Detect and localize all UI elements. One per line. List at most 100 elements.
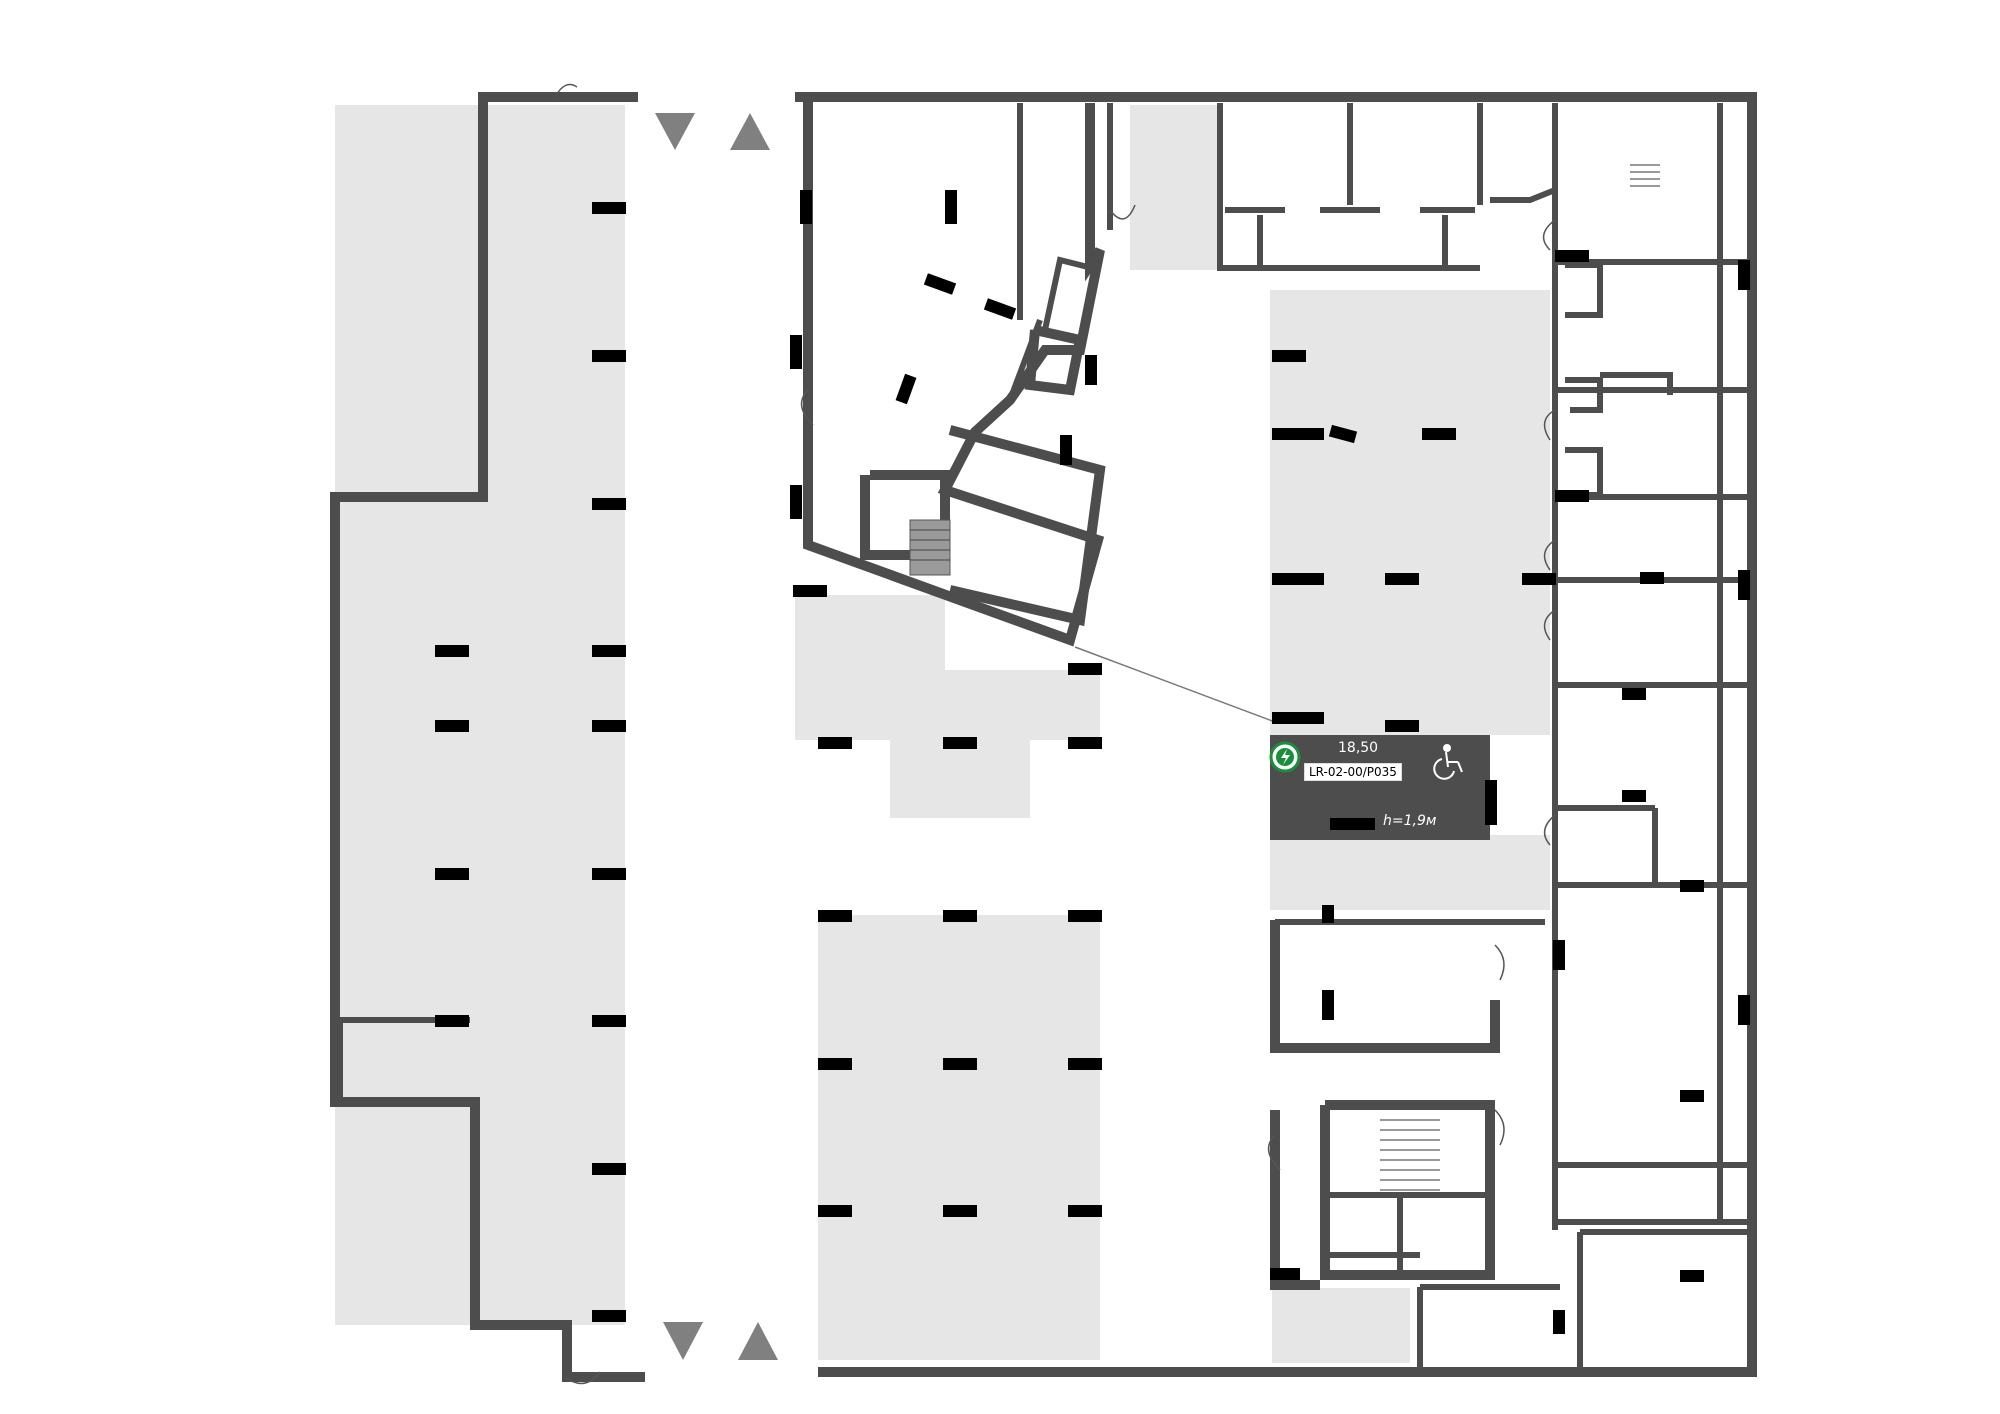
pillar <box>1328 424 1358 444</box>
pillar <box>1060 435 1072 465</box>
pillar <box>1738 995 1750 1025</box>
pillar <box>983 298 1017 320</box>
wall-east-small1 <box>1565 262 1603 318</box>
pillar <box>1322 905 1334 923</box>
door-west-bottom <box>564 1371 601 1385</box>
arrow-up-icon <box>730 113 770 150</box>
pillar <box>1485 780 1497 825</box>
pillar <box>1522 573 1556 585</box>
pillar <box>1622 790 1646 802</box>
pillar <box>1422 428 1456 440</box>
pillar <box>1068 910 1102 922</box>
door-ce-1 <box>1494 944 1505 981</box>
pillar <box>1272 712 1324 724</box>
pillar <box>943 1205 977 1217</box>
parking-zones <box>335 105 1550 1363</box>
pillar <box>1068 737 1102 749</box>
door-ce-3 <box>1494 1109 1505 1146</box>
door-west-top <box>554 83 578 98</box>
zone-center-upper-c <box>890 740 1030 818</box>
pillar <box>818 737 852 749</box>
pillar <box>943 1058 977 1070</box>
pillar <box>1553 1310 1565 1334</box>
spot-code-label[interactable]: LR-02-00/P035 <box>1304 763 1402 781</box>
wall-nw-block <box>803 97 1105 647</box>
pillar <box>1680 880 1704 892</box>
pillar <box>1270 1268 1300 1280</box>
stairs-south <box>1380 1119 1440 1191</box>
wall-north-room-sub6 <box>1490 187 1557 203</box>
zone-center-upper-d <box>1030 670 1100 740</box>
pillar <box>1555 490 1589 502</box>
door-east-5 <box>1543 814 1556 846</box>
zone-east-block <box>1270 290 1550 735</box>
stairs <box>909 164 1660 1191</box>
pillars <box>435 190 1750 1334</box>
wall-ce-room3 <box>1320 1100 1495 1280</box>
pillar <box>818 910 852 922</box>
wall-nw-room <box>948 425 1106 627</box>
pillar <box>592 350 626 362</box>
pillar <box>1085 355 1097 385</box>
pillar <box>1385 720 1419 732</box>
wheelchair-icon <box>1433 744 1463 780</box>
pillar <box>943 910 977 922</box>
direction-arrows <box>655 113 778 1360</box>
pillar <box>945 190 957 224</box>
arrow-down-icon <box>663 1322 703 1360</box>
parking-spot-area[interactable] <box>1270 735 1490 840</box>
pillar <box>1680 1270 1704 1282</box>
ev-charging-icon <box>1269 741 1301 773</box>
zone-west-wing <box>335 500 625 1020</box>
pillar <box>1622 688 1646 700</box>
wall-west-wing <box>330 92 645 1382</box>
pillar <box>895 373 917 405</box>
guide-line <box>1074 646 1276 723</box>
pillar <box>1322 990 1334 1020</box>
stairs-nw <box>909 519 951 576</box>
pillar <box>793 585 827 597</box>
pillar <box>1068 663 1102 675</box>
pillar <box>923 273 957 295</box>
pillar <box>592 498 626 510</box>
pillar <box>435 868 469 880</box>
stairs-lines <box>910 529 950 561</box>
pillar <box>592 645 626 657</box>
pillar <box>1068 1205 1102 1217</box>
wall-nw-room-3 <box>1042 256 1101 331</box>
zone-south-bay <box>1272 1288 1410 1363</box>
pillar <box>818 1205 852 1217</box>
pillar <box>592 1015 626 1027</box>
pillar <box>1640 572 1664 584</box>
spot-area-label: 18,50 <box>1338 740 1379 756</box>
pillar <box>1272 428 1324 440</box>
pillar <box>1068 1058 1102 1070</box>
pillar <box>592 1163 626 1175</box>
pillar <box>1555 250 1589 262</box>
door-ce-2 <box>1267 1134 1281 1171</box>
zone-center-lower <box>818 915 1100 1360</box>
walls <box>330 92 1757 1382</box>
wall-north-rooms <box>1217 103 1240 271</box>
pillar <box>1272 573 1324 585</box>
parking-spot-lr-02-00-p035[interactable] <box>1269 712 1497 840</box>
arrow-down-icon <box>655 113 695 150</box>
door-east-1 <box>1542 219 1556 251</box>
wall-ce-room2 <box>1270 1110 1320 1290</box>
pillar <box>435 1015 469 1027</box>
zone-north-bay <box>1130 105 1220 270</box>
pillar <box>800 190 812 224</box>
pillar <box>592 202 626 214</box>
zone-center-upper-a <box>795 595 945 740</box>
door-nw-left <box>800 389 814 426</box>
pillar <box>592 1310 626 1322</box>
pillar <box>592 720 626 732</box>
pillar <box>435 645 469 657</box>
zone-east-lower <box>1270 835 1550 910</box>
wall-east-small4 <box>1600 372 1673 395</box>
pillar <box>943 737 977 749</box>
door-east-4 <box>1543 609 1556 641</box>
pillar <box>790 335 802 369</box>
door-east-3 <box>1543 539 1556 571</box>
